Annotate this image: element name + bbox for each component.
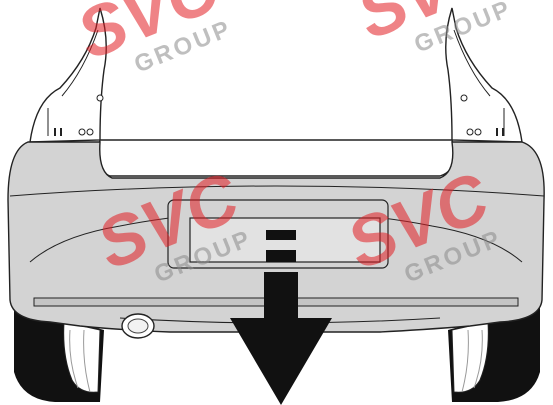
upper-body	[29, 7, 523, 177]
tail-light-lines	[47, 29, 505, 136]
small-markings	[54, 128, 504, 136]
exhaust-pipe	[121, 313, 155, 339]
downward-arrow	[230, 230, 332, 405]
